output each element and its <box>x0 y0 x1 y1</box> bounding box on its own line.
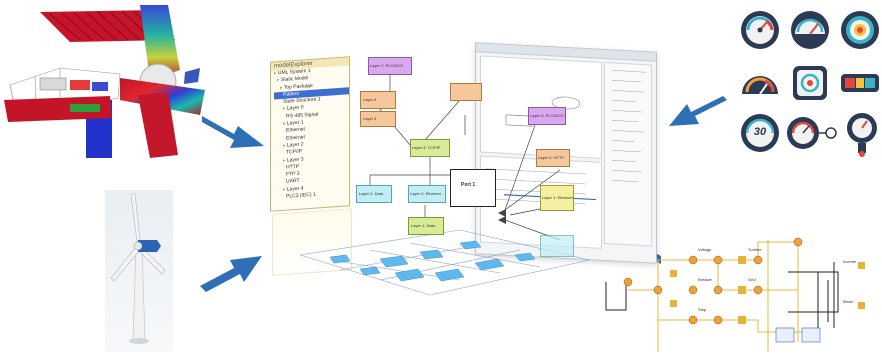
dial-gauge-icon <box>787 117 837 149</box>
circuit-label: Inverter <box>843 259 857 264</box>
uml-block[interactable] <box>540 235 574 257</box>
circuit-label: Turbine <box>748 247 762 252</box>
uml-block[interactable]: Layer 1: Data <box>408 217 444 235</box>
circuit-label: Meter <box>843 299 854 304</box>
uml-block[interactable]: Layer 5 <box>360 111 396 127</box>
uml-block[interactable]: Layer 4: TCP/IP <box>410 139 450 157</box>
digital-gauge-icon <box>741 114 779 152</box>
uml-block[interactable]: Layer 7: PLC/DCS <box>368 57 412 75</box>
uml-block[interactable]: Layer 2: HTTP <box>536 149 570 167</box>
uml-block[interactable] <box>450 83 482 101</box>
target-gauge-icon <box>841 11 879 49</box>
uml-connectors <box>299 73 591 296</box>
uml-block[interactable]: Layer 3: PLC/DCS 1 <box>528 107 566 125</box>
arrow-icon <box>198 108 268 153</box>
circuit-label: Breaker <box>698 277 713 282</box>
battery-gauge-icon <box>841 74 879 92</box>
speedometer-icon <box>741 11 779 49</box>
gauge-icon-grid: 30 <box>738 8 882 158</box>
pressure-gauge-icon <box>847 113 877 157</box>
dashboard-gauge-icon <box>791 11 829 49</box>
uml-block[interactable]: Layer 1: Ethernet <box>540 185 574 211</box>
circuit-schematic: Voltage Breaker Step Turbine Grid Invert… <box>598 232 882 358</box>
arrow-icon <box>665 96 731 136</box>
half-gauge-icon <box>742 76 778 95</box>
circuit-label: Step <box>698 307 707 312</box>
turbine-3d-model <box>105 190 173 352</box>
uml-block[interactable]: Layer 6 <box>360 91 396 109</box>
turbine-fea-rendering <box>0 0 205 160</box>
arrow-icon <box>196 248 266 294</box>
uml-block[interactable]: Port 1 <box>450 169 496 207</box>
model-editor-composite: modelExplorer ▸ UML System 1 ▸ Static Mo… <box>260 42 660 315</box>
uml-block[interactable]: Layer 2: Data <box>356 185 392 203</box>
digital-readout: 30 <box>753 126 767 138</box>
circuit-label: Grid <box>748 277 756 282</box>
uml-block[interactable]: Layer 2: Ethernet <box>408 185 446 203</box>
circuit-label: Voltage <box>698 247 712 252</box>
square-gauge-icon <box>793 66 827 100</box>
